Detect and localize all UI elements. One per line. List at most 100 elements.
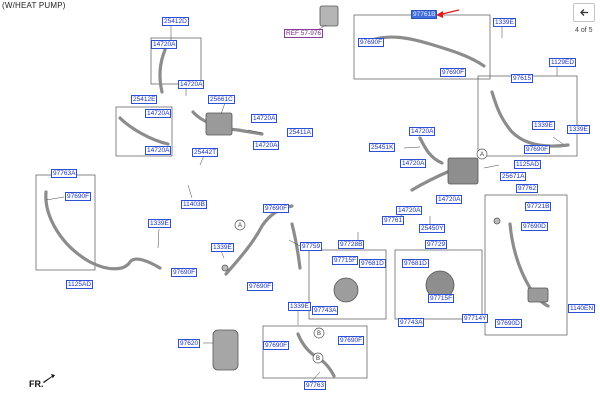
label-25412d[interactable]: 25412D (162, 17, 189, 26)
label-11403b[interactable]: 11403B (181, 200, 207, 209)
callout-b-bottom: B (312, 352, 324, 364)
label-97729[interactable]: 97729 (425, 240, 448, 249)
label-97690d[interactable]: 97690D (495, 319, 522, 328)
pointer-arrow-icon (436, 9, 460, 18)
label-97681d[interactable]: 97681D (359, 259, 386, 268)
label-1339e[interactable]: 1339E (532, 121, 555, 130)
label-97759[interactable]: 97759 (300, 242, 323, 251)
label-97743a[interactable]: 97743A (398, 318, 425, 327)
label-97715f[interactable]: 97715F (428, 294, 455, 303)
hose-top (370, 35, 486, 68)
label-97743a[interactable]: 97743A (312, 306, 339, 315)
label-25450y[interactable]: 25450Y (419, 224, 446, 233)
label-14720a[interactable]: 14720A (396, 206, 423, 215)
hose-receiver-line (410, 168, 454, 192)
label-97690f[interactable]: 97690F (524, 145, 551, 154)
callout-b-text: B (316, 356, 320, 362)
label-1125ad[interactable]: 1125AD (66, 280, 94, 289)
diagram-caption: (W/HEAT PUMP) (2, 1, 66, 10)
group-box-right-upper (477, 75, 578, 157)
callout-a-center: A (476, 148, 488, 160)
label-1339e[interactable]: 1339E (567, 125, 590, 134)
label-14720a[interactable]: 14720A (409, 127, 436, 136)
label-97762[interactable]: 97762 (516, 184, 539, 193)
label-ref-57-976[interactable]: REF 57-976 (284, 29, 324, 38)
label-97714y[interactable]: 97714Y (462, 314, 489, 323)
label-97690f[interactable]: 97690F (171, 268, 198, 277)
label-97761b-highlighted[interactable]: 97761B (411, 10, 438, 19)
label-25411a[interactable]: 25411A (287, 128, 313, 137)
hose-center-drop (290, 222, 302, 270)
group-box-compressor-2 (394, 249, 483, 320)
hose-mid-left (118, 116, 170, 146)
callout-b-top: B (313, 327, 325, 339)
top-bracket (319, 5, 339, 27)
evaporator-block (205, 112, 233, 136)
label-1339e[interactable]: 1339E (211, 243, 234, 252)
label-25412e[interactable]: 25412E (131, 95, 158, 104)
clip-right (493, 217, 501, 225)
group-box-left-upper (150, 37, 202, 85)
label-97615[interactable]: 97615 (511, 74, 534, 83)
label-97620[interactable]: 97620 (178, 339, 201, 348)
label-97721b[interactable]: 97721B (525, 202, 552, 211)
group-box-top (353, 14, 491, 80)
label-97690f[interactable]: 97690F (263, 341, 290, 350)
label-14720a[interactable]: 14720A (436, 195, 463, 204)
label-97681d[interactable]: 97681D (402, 259, 429, 268)
label-25451k[interactable]: 25451K (369, 143, 396, 152)
label-1339e[interactable]: 1339E (288, 302, 311, 311)
label-14720a[interactable]: 14720A (251, 114, 278, 123)
accumulator (212, 329, 239, 371)
group-box-compressor-1 (308, 249, 387, 320)
label-25442t[interactable]: 25442T (192, 148, 219, 157)
callout-a-text: A (238, 223, 242, 229)
label-97728b[interactable]: 97728B (338, 240, 365, 249)
group-box-left-lower (115, 106, 173, 157)
label-1129ed[interactable]: 1129ED (549, 58, 577, 67)
hose-center-short (418, 136, 444, 165)
hose-right-upper (490, 90, 570, 148)
label-97763[interactable]: 97763 (304, 381, 327, 390)
label-1125ad[interactable]: 1125AD (514, 160, 542, 169)
label-97690f[interactable]: 97690F (263, 204, 290, 213)
label-1339e[interactable]: 1339E (493, 18, 516, 27)
callout-a-text: A (480, 152, 484, 158)
callout-b-text: B (317, 331, 321, 337)
label-14720a[interactable]: 14720A (145, 146, 172, 155)
label-14720a[interactable]: 14720A (253, 141, 280, 150)
back-button[interactable] (573, 3, 595, 22)
sensor-right (527, 287, 549, 303)
label-25661c[interactable]: 25661C (208, 95, 235, 104)
group-box-right-lower (484, 194, 568, 336)
front-arrow-icon (43, 374, 55, 383)
label-97690f[interactable]: 97690F (358, 38, 385, 47)
label-97690f[interactable]: 97690F (338, 336, 365, 345)
label-14720a[interactable]: 14720A (145, 109, 172, 118)
label-97690f[interactable]: 97690F (65, 192, 92, 201)
label-97761[interactable]: 97761 (382, 216, 405, 225)
label-14720a[interactable]: 14720A (151, 40, 178, 49)
label-1140en[interactable]: 1140EN (568, 304, 596, 313)
label-97690d[interactable]: 97690D (521, 222, 548, 231)
label-97715f[interactable]: 97715F (332, 256, 359, 265)
page-indicator: 4 of 5 (575, 27, 593, 34)
label-14720a[interactable]: 14720A (178, 80, 205, 89)
label-25671a[interactable]: 25671A (500, 172, 527, 181)
hose-center-lower (224, 204, 294, 276)
arrow-left-icon (579, 9, 588, 16)
clip-mid (221, 264, 229, 272)
compressor-left (333, 277, 359, 303)
hose-left-large (44, 190, 162, 271)
hose-upper-left (158, 48, 167, 94)
label-97763a[interactable]: 97763A (51, 169, 78, 178)
callout-a-left: A (234, 219, 246, 231)
front-direction-label: FR. (29, 379, 44, 389)
label-14720a[interactable]: 14720A (400, 159, 427, 168)
receiver-drier (447, 157, 479, 185)
group-box-left-large (35, 174, 96, 271)
label-97690f[interactable]: 97690F (440, 68, 467, 77)
label-97690f[interactable]: 97690F (247, 282, 274, 291)
label-1339e[interactable]: 1339E (148, 219, 171, 228)
